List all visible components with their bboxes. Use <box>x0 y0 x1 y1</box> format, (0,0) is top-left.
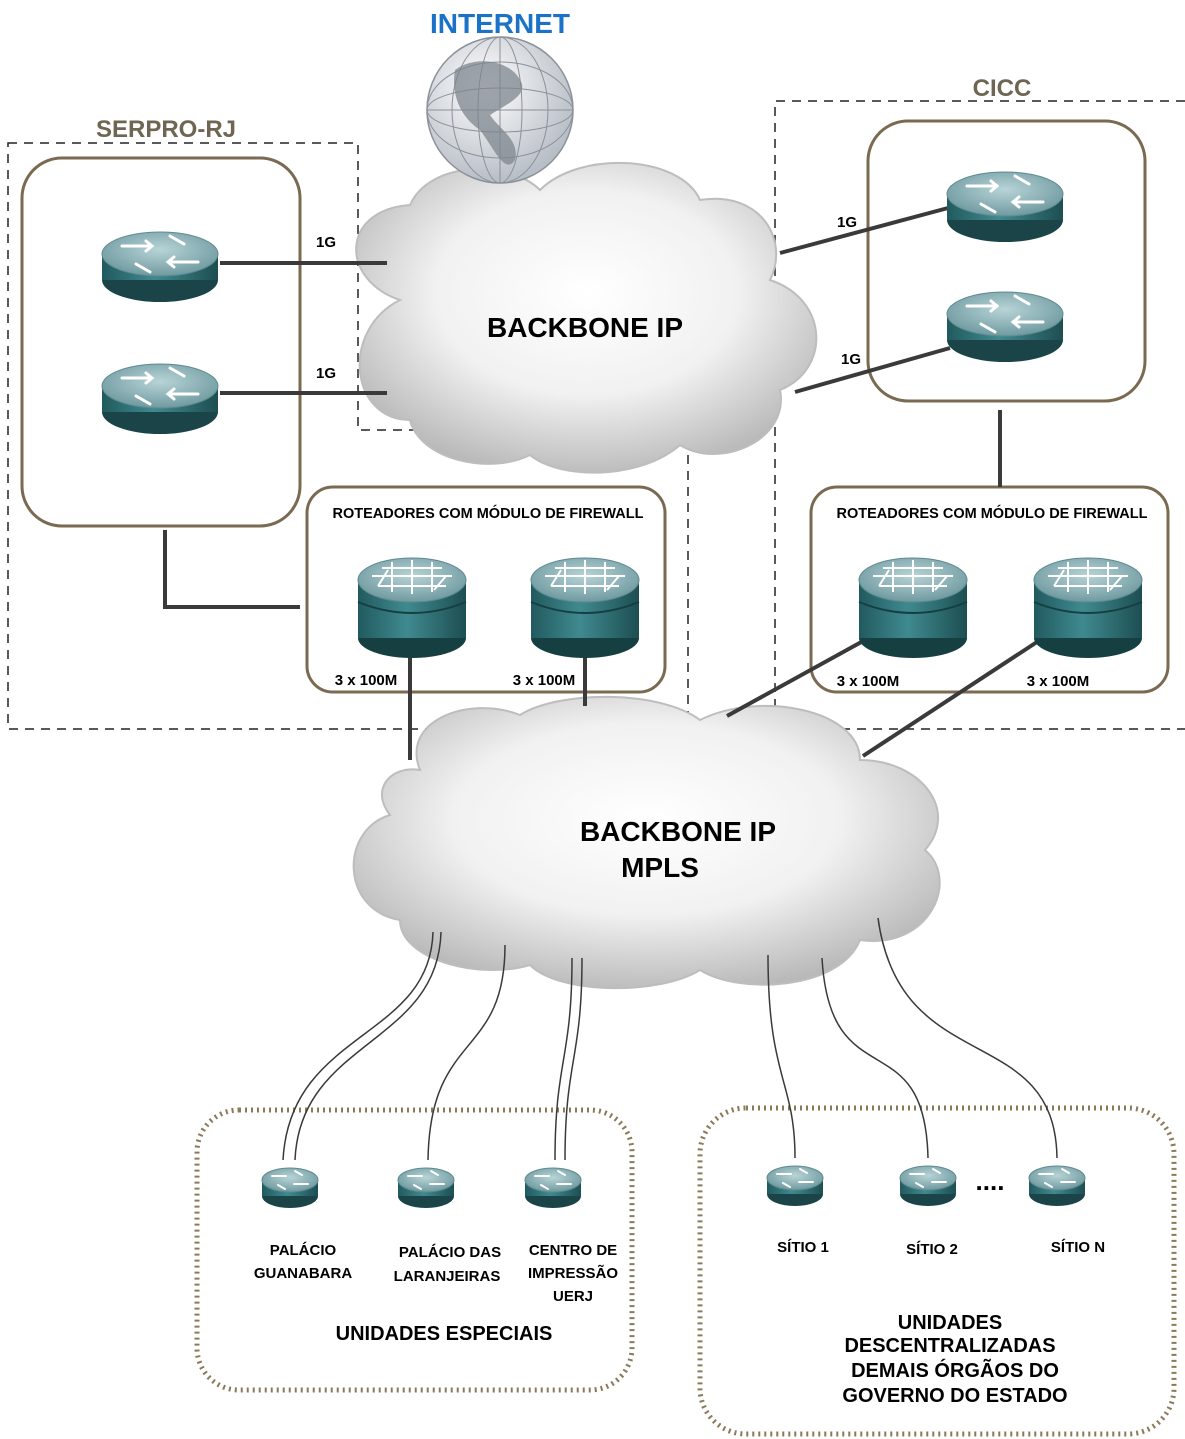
link-cicc-r2 <box>794 346 951 394</box>
site-sitio-1-router-icon <box>766 1165 824 1207</box>
link-fw-c1 <box>726 638 866 718</box>
serpro-title: SERPRO-RJ <box>96 116 236 143</box>
site-label: PALÁCIO DAS <box>399 1244 501 1261</box>
site-label: IMPRESSÃO <box>528 1264 618 1282</box>
descentralizadas-title-line: GOVERNO DO ESTADO <box>842 1385 1067 1407</box>
link-speed-label: 1G <box>316 365 336 382</box>
sites-ellipsis: .... <box>976 1166 1005 1196</box>
backbone-mpls-label-line1: BACKBONE IP <box>580 816 776 847</box>
site-label: UERJ <box>553 1288 593 1305</box>
cicc-firewall-group <box>809 485 1170 694</box>
descentralizadas-title-line: DESCENTRALIZADAS <box>844 1335 1055 1357</box>
site-label: PALÁCIO <box>270 1242 337 1259</box>
site-label: LARANJEIRAS <box>394 1268 501 1285</box>
site-label: CENTRO DE <box>529 1242 617 1259</box>
fw-uplink-label: 3 x 100M <box>837 673 900 690</box>
site-sitio-2-router-icon <box>899 1165 957 1207</box>
site-label: SÍTIO N <box>1051 1239 1105 1256</box>
fw-uplink-label: 3 x 100M <box>335 672 398 689</box>
site-label: GUANABARA <box>254 1265 352 1282</box>
backbone-mpls-cloud <box>352 695 941 990</box>
cicc-title: CICC <box>973 75 1032 102</box>
descentralizadas-title-line: UNIDADES <box>898 1312 1002 1334</box>
serpro-router-1-icon <box>100 230 220 304</box>
links-thick <box>163 206 1042 760</box>
site-palacio-laranjeiras-router-icon <box>397 1167 455 1209</box>
especiais-title: UNIDADES ESPECIAIS <box>336 1323 553 1345</box>
cicc-firewall-group-label: ROTEADORES COM MÓDULO DE FIREWALL <box>837 504 1148 522</box>
link-speed-label: 1G <box>316 234 336 251</box>
site-centro-impressao-router-icon <box>524 1167 582 1209</box>
descentralizadas-title-line: DEMAIS ÓRGÃOS DO <box>851 1358 1059 1382</box>
link-speed-label: 1G <box>841 351 861 368</box>
internet-label: INTERNET <box>430 8 570 39</box>
fw-uplink-label: 3 x 100M <box>1027 673 1090 690</box>
serpro-firewall-group-label: ROTEADORES COM MÓDULO DE FIREWALL <box>333 504 644 522</box>
descentralizadas-group <box>697 1105 1177 1437</box>
link-cicc-r1 <box>779 206 949 255</box>
site-label: SÍTIO 1 <box>777 1239 829 1256</box>
cicc-firewall-2-icon <box>1033 557 1143 659</box>
cicc-router-1-icon <box>945 170 1065 244</box>
link-fw-c2 <box>861 638 1042 758</box>
site-palacio-guanabara-router-icon <box>261 1167 319 1209</box>
site-sitio-n-router-icon <box>1028 1165 1086 1207</box>
links-thin <box>282 917 1058 1161</box>
serpro-router-group <box>20 156 302 528</box>
cicc-router-group <box>866 119 1147 403</box>
serpro-router-2-icon <box>100 362 220 436</box>
serpro-firewall-2-icon <box>530 557 640 659</box>
backbone-ip-label: BACKBONE IP <box>487 312 683 343</box>
internet-globe-icon <box>426 36 574 184</box>
link-serpro-fw <box>163 530 300 609</box>
serpro-firewall-1-icon <box>357 557 467 659</box>
backbone-mpls-label-line2: MPLS <box>621 852 699 883</box>
site-label: SÍTIO 2 <box>906 1241 958 1258</box>
serpro-firewall-group <box>305 485 667 694</box>
especiais-group <box>194 1107 635 1393</box>
cicc-router-2-icon <box>945 290 1065 364</box>
fw-uplink-label: 3 x 100M <box>513 672 576 689</box>
link-speed-label: 1G <box>837 214 857 231</box>
cicc-firewall-1-icon <box>858 557 968 659</box>
